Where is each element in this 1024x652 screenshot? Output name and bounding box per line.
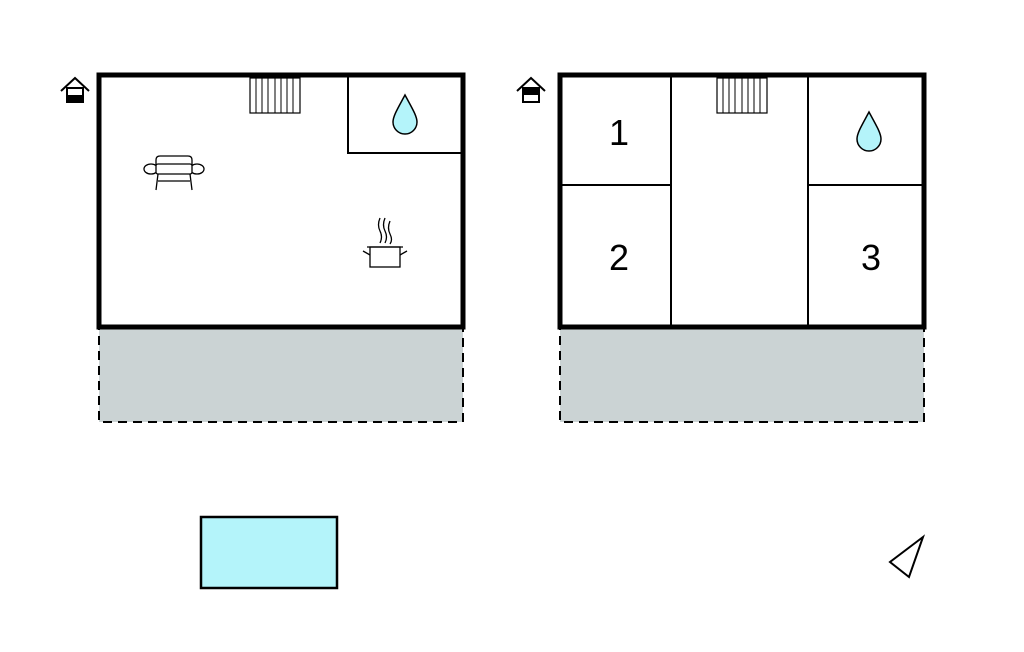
terrace-upper bbox=[559, 326, 925, 423]
bedroom-3-label: 3 bbox=[861, 237, 881, 278]
upper-floor-partitions bbox=[560, 75, 924, 327]
ground-floor-plan bbox=[60, 72, 466, 423]
stairs-icon bbox=[249, 77, 301, 114]
cooking-pot-icon bbox=[362, 217, 408, 268]
water-drop-icon bbox=[856, 110, 882, 152]
upper-floor-plan: 1 2 3 bbox=[516, 72, 927, 423]
pool-rectangle bbox=[199, 515, 339, 590]
north-arrow-icon bbox=[888, 534, 926, 579]
house-level-upper-icon bbox=[516, 76, 546, 103]
stairs-icon bbox=[716, 77, 768, 114]
water-drop-icon bbox=[392, 93, 418, 135]
terrace-ground bbox=[98, 326, 464, 423]
sofa-icon bbox=[143, 155, 205, 191]
bedroom-1-label: 1 bbox=[609, 112, 629, 153]
bedroom-2-label: 2 bbox=[609, 237, 629, 278]
bathroom-wall bbox=[347, 75, 463, 154]
house-level-ground-icon bbox=[60, 76, 90, 103]
upper-floor-walls bbox=[557, 72, 927, 330]
